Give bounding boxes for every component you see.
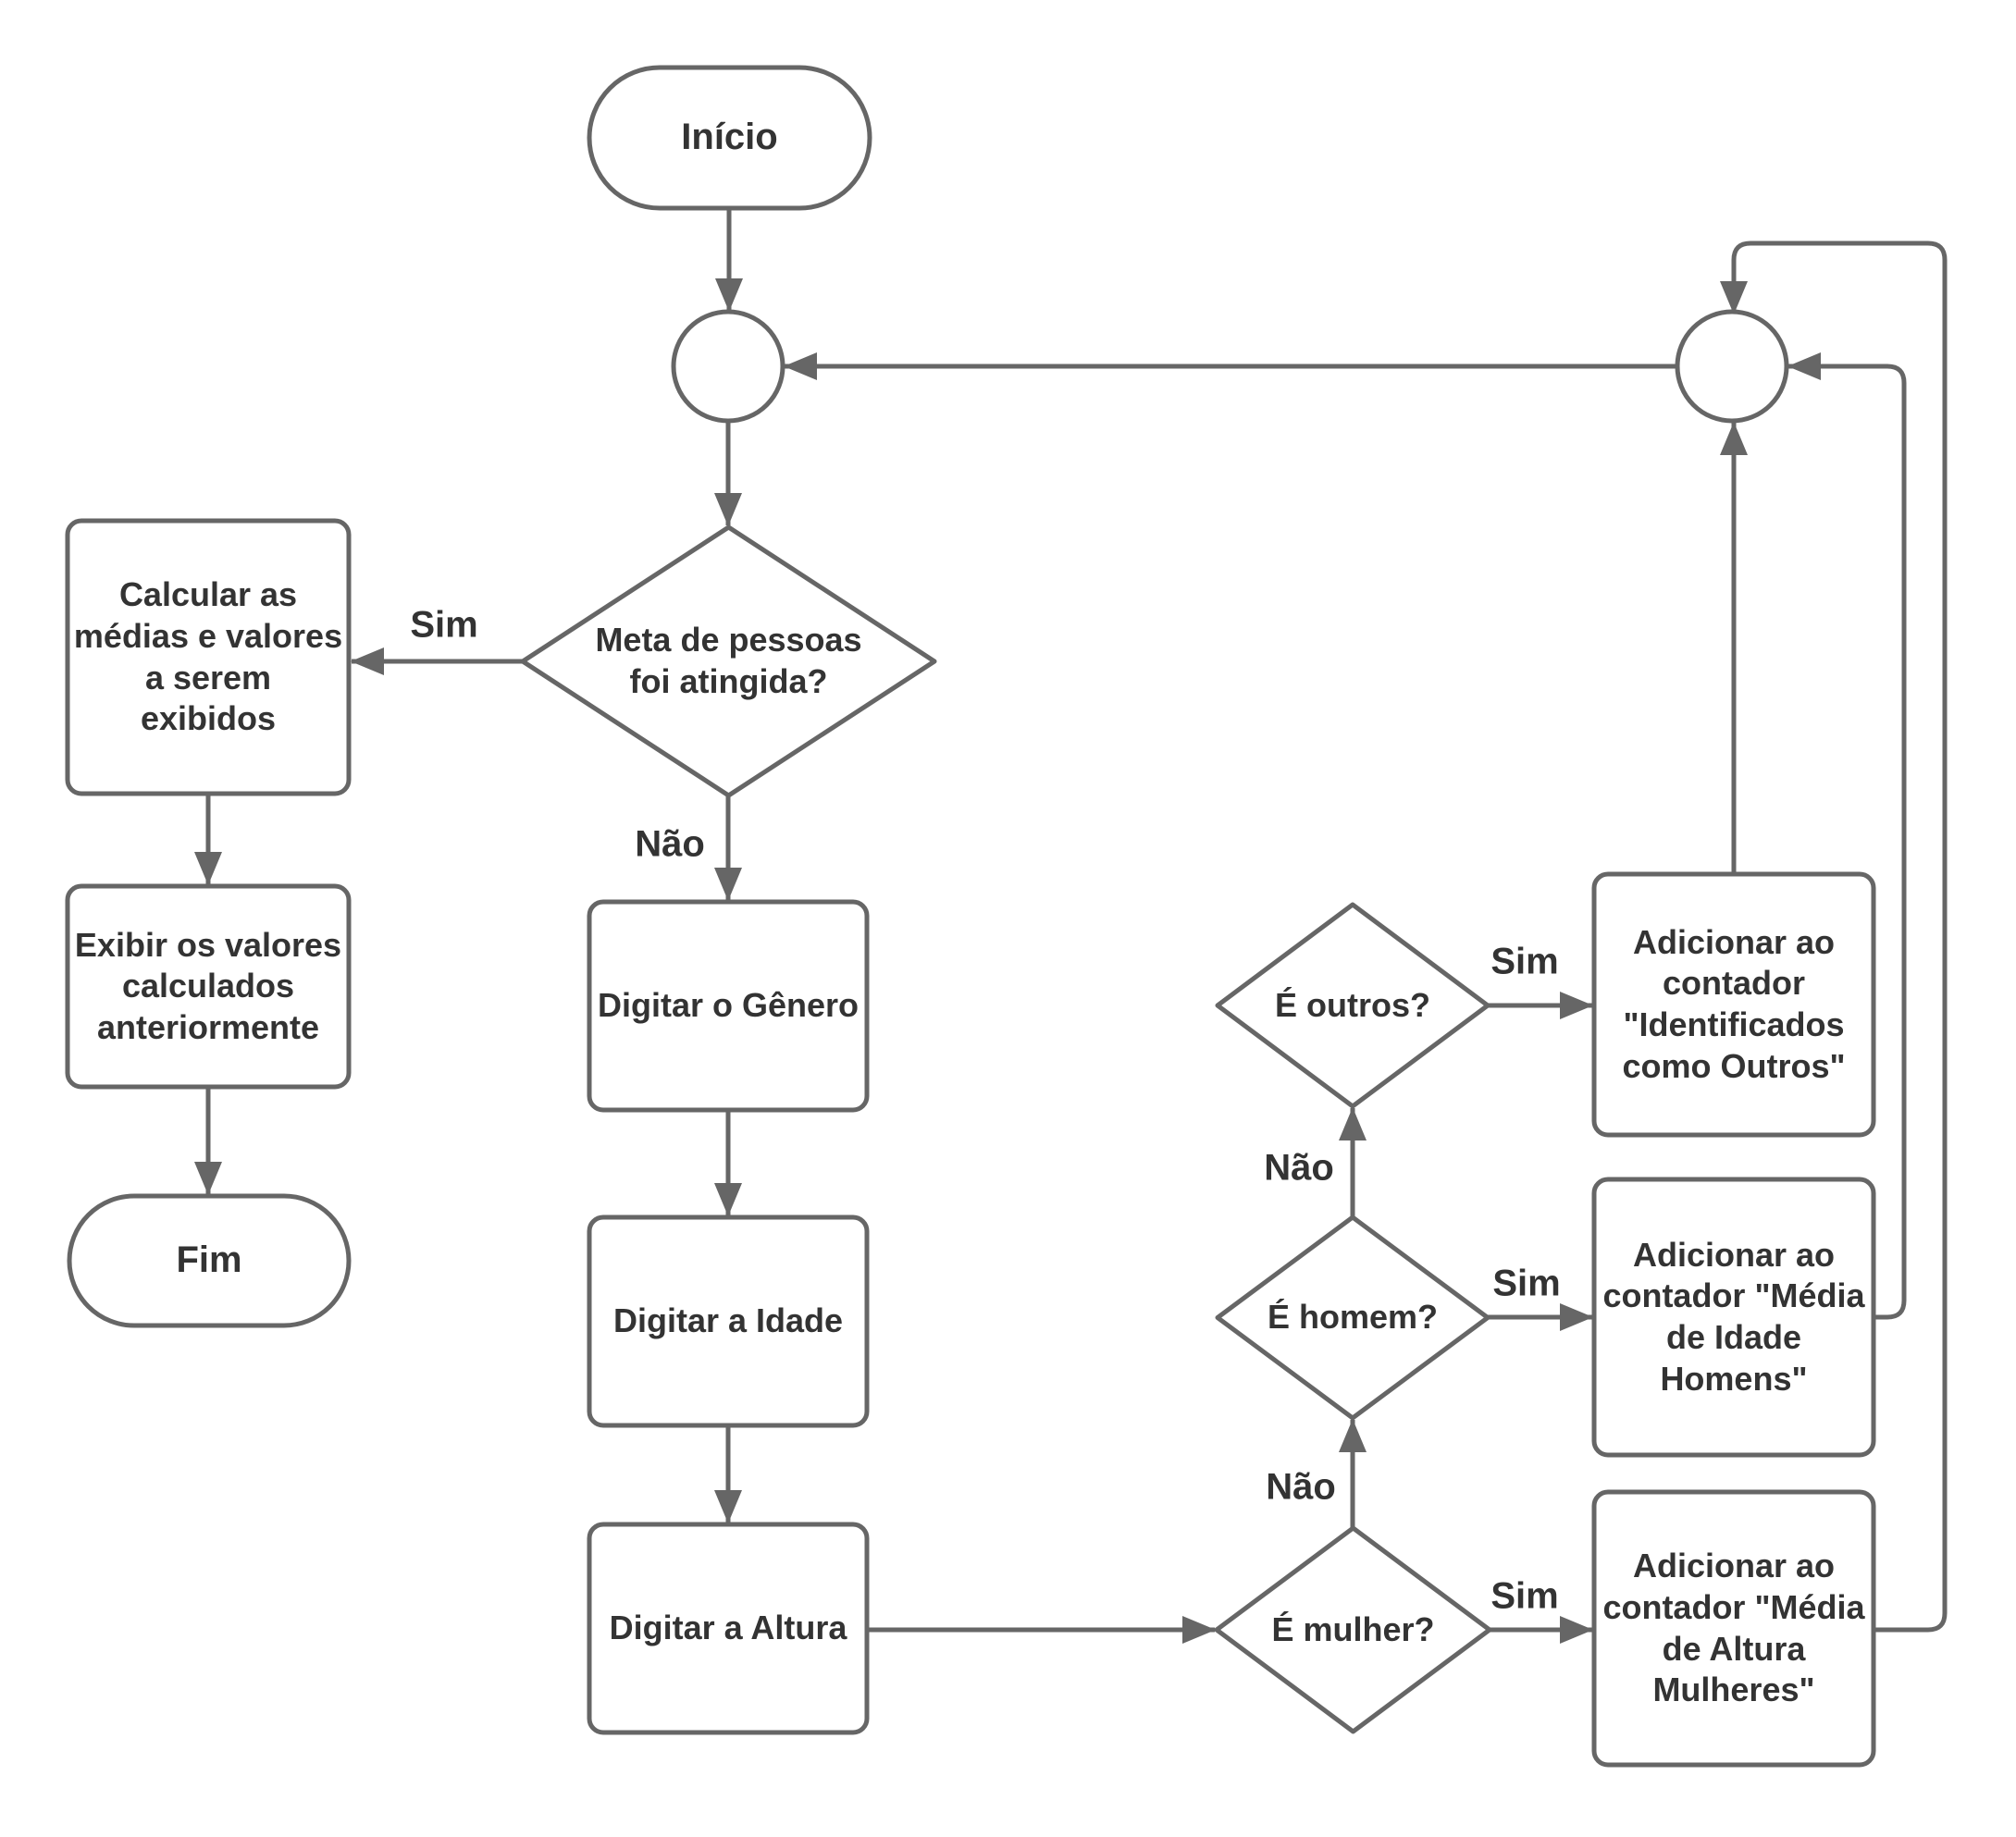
node-contador-outros-label: Adicionar ao contador "Identificados com…: [1622, 922, 1846, 1085]
junction-right-circle: [1675, 309, 1789, 424]
node-outros-label: É outros?: [1275, 985, 1430, 1024]
process-contador-mulheres-box: [1591, 1489, 1876, 1768]
process-contador-outros-box: [1591, 871, 1876, 1138]
process-altura-box: [587, 1522, 870, 1735]
node-mulher-label: É mulher?: [1271, 1609, 1435, 1648]
node-homem-label: É homem?: [1267, 1298, 1439, 1337]
terminator-fim: [67, 1193, 352, 1328]
edge-label-homem-sim: Sim: [1492, 1263, 1561, 1304]
node-genero-label: Digitar o Gênero: [597, 986, 860, 1025]
process-calcular-box: [65, 518, 352, 796]
node-fim-label: Fim: [176, 1239, 242, 1281]
node-meta-label: Meta de pessoas foi atingida?: [595, 621, 862, 700]
edge-label-mulher-sim: Sim: [1490, 1575, 1559, 1617]
edge-contador-mulheres-to-right-junction: [1720, 240, 1948, 1633]
terminator-inicio: [587, 65, 872, 211]
edge-label-homem-nao: Não: [1264, 1147, 1334, 1189]
node-inicio-label: Início: [681, 117, 778, 158]
edge-contador-homens-to-right-junction: [1787, 352, 1907, 1320]
junction-left-circle: [671, 309, 785, 424]
edge-label-meta-nao: Não: [635, 823, 705, 865]
edge-label-mulher-nao: Não: [1266, 1466, 1336, 1508]
node-exibir-label: Exibir os valores calculados anteriormen…: [74, 925, 342, 1046]
process-idade-box: [587, 1214, 870, 1428]
edge-label-meta-sim: Sim: [410, 604, 478, 646]
node-contador-mulheres-label: Adicionar ao contador "Média de Altura M…: [1602, 1547, 1865, 1709]
decision-homem-diamond: [1215, 1214, 1490, 1421]
node-idade-label: Digitar a Idade: [612, 1301, 844, 1340]
decision-outros-diamond: [1215, 902, 1490, 1109]
node-calcular-label: Calcular as médias e valores a serem exi…: [73, 575, 343, 738]
process-contador-homens-box: [1591, 1177, 1876, 1458]
edge-label-outros-sim: Sim: [1490, 941, 1559, 982]
process-genero-box: [587, 899, 870, 1113]
node-contador-homens-label: Adicionar ao contador "Média de Idade Ho…: [1602, 1235, 1865, 1398]
decision-mulher-diamond: [1214, 1525, 1492, 1734]
node-altura-label: Digitar a Altura: [609, 1609, 847, 1647]
decision-meta-diamond: [520, 524, 937, 798]
process-exibir-box: [65, 883, 352, 1090]
